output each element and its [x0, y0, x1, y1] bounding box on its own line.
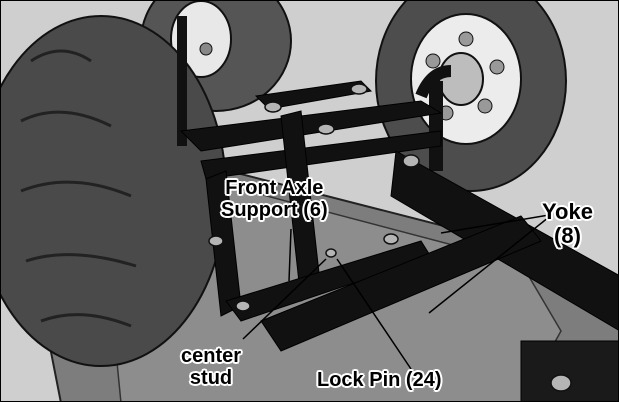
- yoke-label-line2: (8): [542, 224, 593, 248]
- center-stud-label-line2: stud: [181, 367, 241, 389]
- yoke-label: Yoke (8): [542, 200, 593, 248]
- center-stud-label-line1: center: [181, 345, 241, 367]
- lock-pin-label: Lock Pin (24): [317, 369, 441, 391]
- center-stud-label: center stud: [181, 345, 241, 389]
- front-axle-support-label-line2: Support (6): [221, 199, 328, 221]
- front-axle-support-label: Front Axle Support (6): [221, 177, 328, 221]
- front-axle-support-label-line1: Front Axle: [221, 177, 328, 199]
- yoke-label-line1: Yoke: [542, 200, 593, 224]
- upright-post: [177, 16, 187, 146]
- steering-post: [429, 81, 443, 171]
